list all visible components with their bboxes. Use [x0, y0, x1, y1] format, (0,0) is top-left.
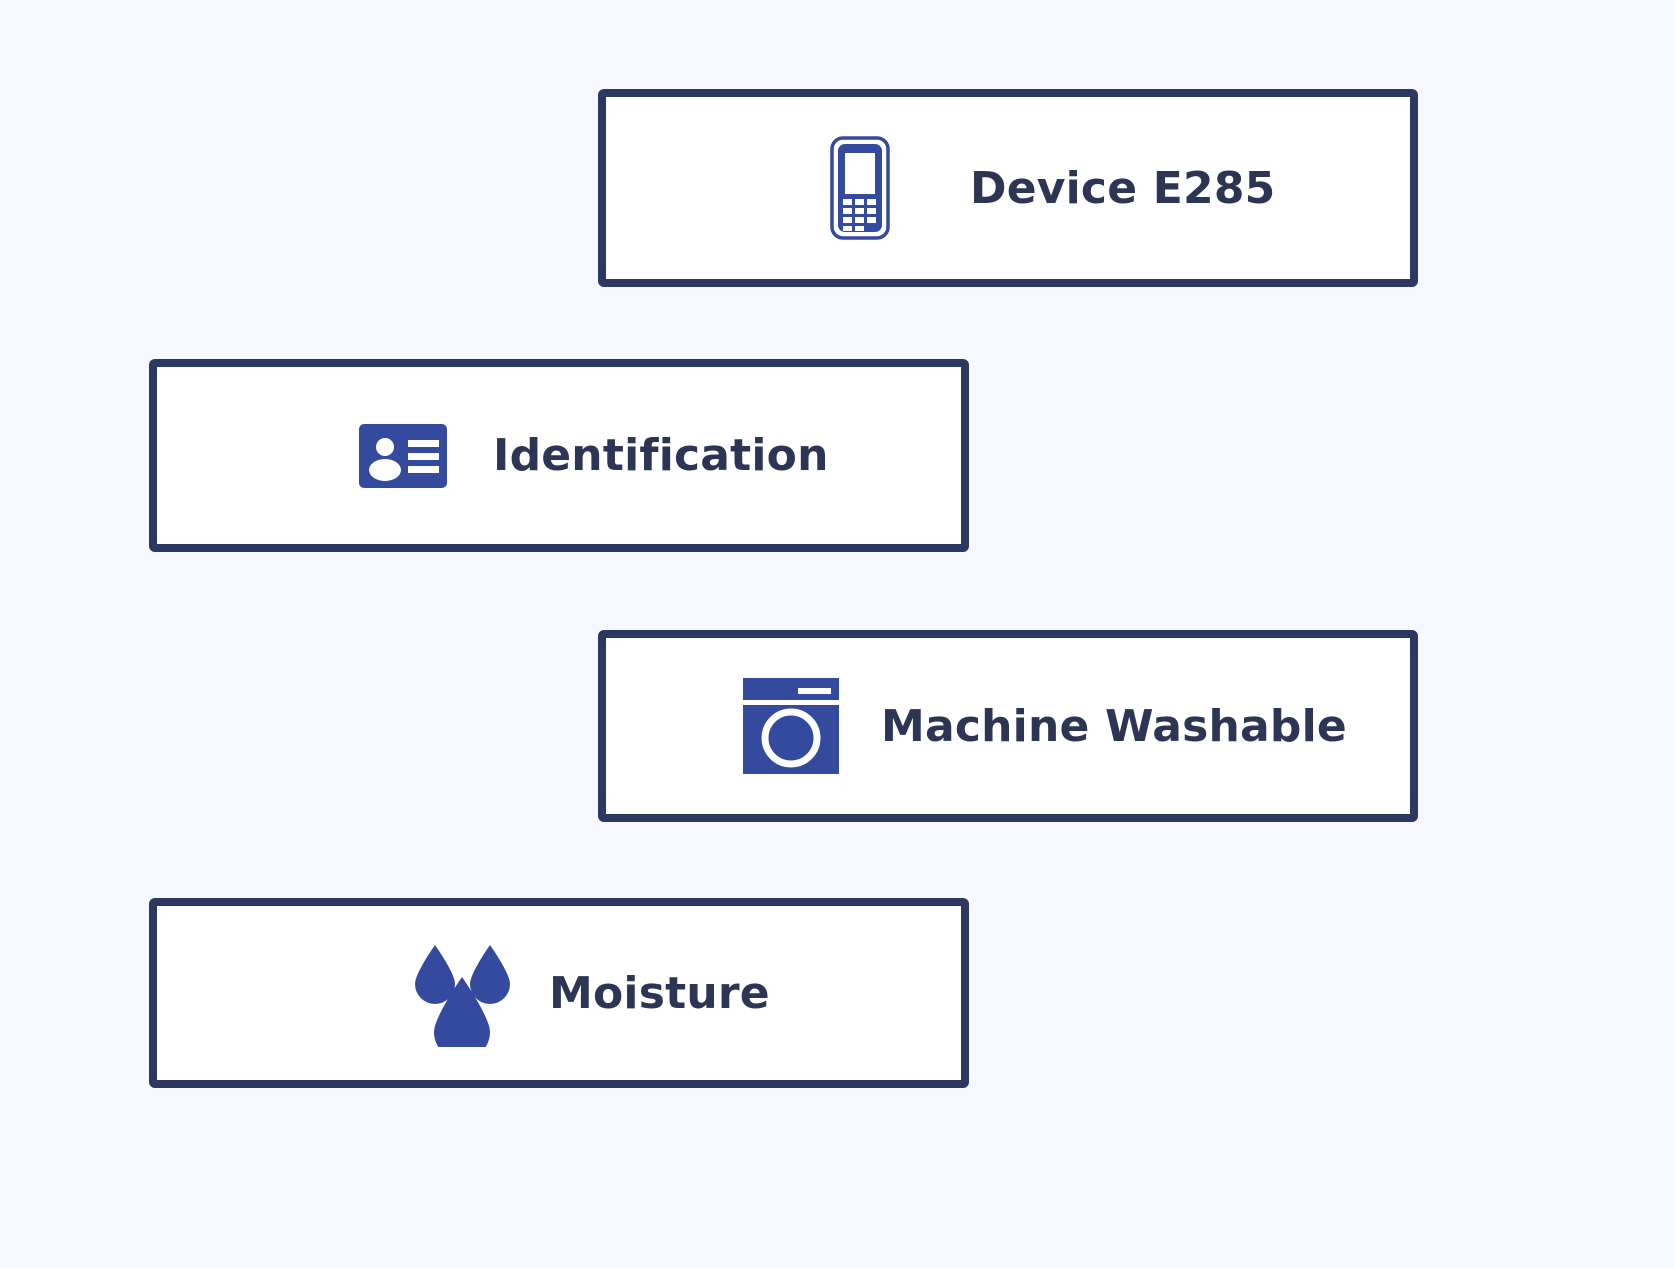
mobile-phone-icon	[824, 136, 896, 240]
water-droplets-icon	[407, 939, 517, 1047]
card-label-moisture: Moisture	[549, 967, 770, 1019]
card-label-identification: Identification	[493, 430, 829, 481]
card-content: Identification	[157, 423, 961, 488]
card-content: Moisture	[157, 939, 961, 1047]
card-identification[interactable]: Identification	[149, 359, 969, 552]
card-content: Machine Washable	[606, 678, 1410, 774]
card-device[interactable]: Device E285	[598, 89, 1418, 287]
card-machine-washable[interactable]: Machine Washable	[598, 630, 1418, 822]
card-content: Device E285	[606, 136, 1410, 240]
card-label-device: Device E285	[970, 162, 1276, 214]
card-label-machine-washable: Machine Washable	[881, 700, 1347, 752]
id-card-icon	[357, 423, 449, 488]
washing-machine-icon	[741, 678, 841, 774]
card-moisture[interactable]: Moisture	[149, 898, 969, 1088]
